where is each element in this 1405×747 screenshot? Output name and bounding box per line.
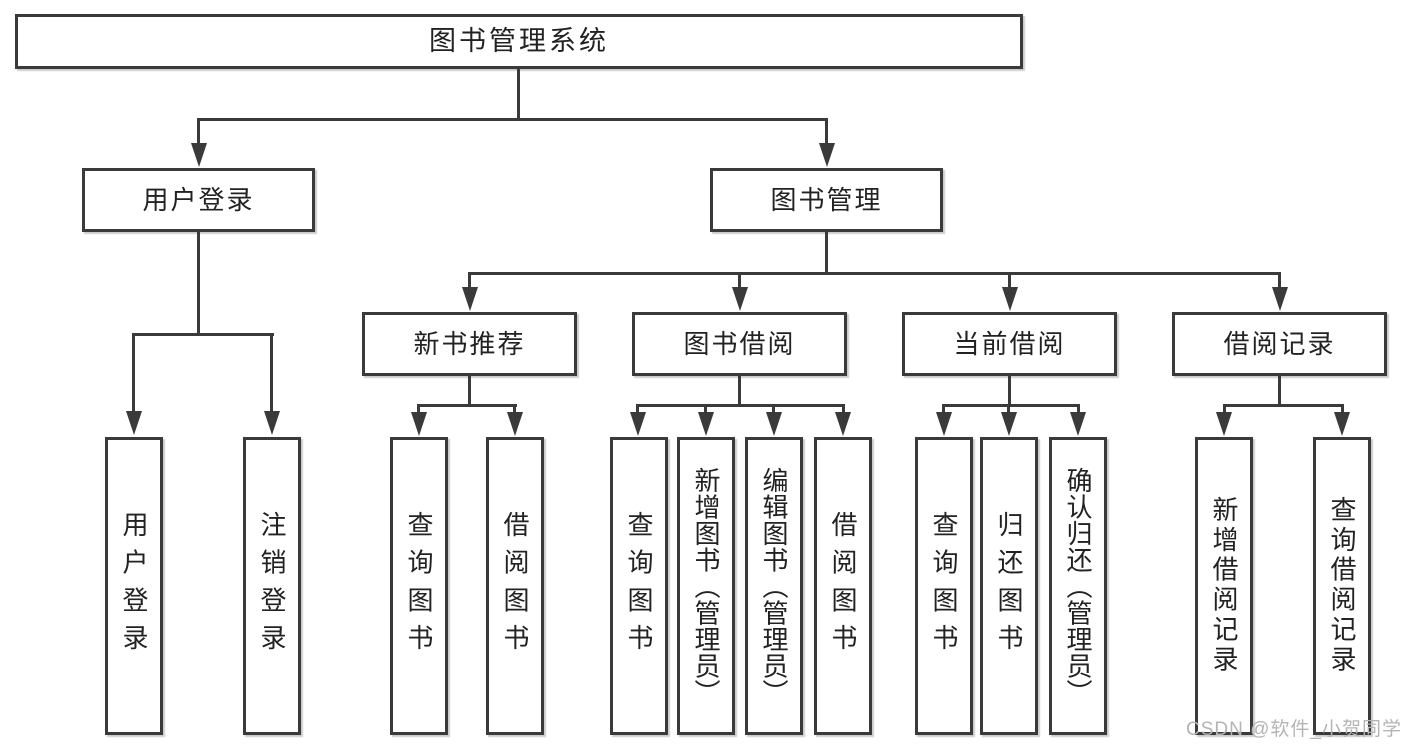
node-label: 当前借阅 bbox=[953, 329, 1066, 359]
leaf-label: 新增借阅记录 bbox=[1209, 496, 1239, 676]
connector bbox=[197, 232, 200, 336]
leaf-query-book-recommend: 查询图书 bbox=[390, 437, 448, 735]
leaf-label: 查询图书 bbox=[624, 510, 654, 662]
arrow-down-icon bbox=[411, 412, 427, 436]
leaf-return-book: 归还图书 bbox=[980, 437, 1038, 735]
leaf-query-borrow-record: 查询借阅记录 bbox=[1313, 437, 1371, 735]
connector bbox=[738, 376, 741, 407]
leaf-query-book-borrow: 查询图书 bbox=[610, 437, 668, 735]
connector bbox=[842, 404, 845, 414]
connector bbox=[1223, 404, 1344, 407]
leaf-label: 借阅图书 bbox=[500, 510, 530, 662]
leaf-user-login: 用户登录 bbox=[105, 437, 163, 735]
leaf-label: 确认归还（管理员） bbox=[1063, 466, 1093, 706]
arrow-down-icon bbox=[264, 411, 280, 435]
connector bbox=[1008, 376, 1011, 407]
connector bbox=[132, 333, 274, 336]
node-book-management: 图书管理 bbox=[710, 168, 943, 232]
node-label: 图书借阅 bbox=[683, 329, 796, 359]
node-book-borrow: 图书借阅 bbox=[632, 312, 847, 376]
leaf-label: 新增图书（管理员） bbox=[691, 466, 721, 706]
connector bbox=[517, 69, 520, 121]
connector bbox=[1278, 272, 1281, 290]
arrow-down-icon bbox=[507, 412, 523, 436]
leaf-query-book-current: 查询图书 bbox=[915, 437, 973, 735]
connector bbox=[825, 118, 828, 146]
leaf-label: 注销登录 bbox=[257, 510, 287, 662]
connector bbox=[513, 404, 516, 414]
connector bbox=[1007, 404, 1010, 414]
connector bbox=[468, 272, 471, 290]
connector bbox=[636, 404, 639, 414]
connector bbox=[942, 404, 1080, 407]
leaf-borrow-book: 借阅图书 bbox=[814, 437, 872, 735]
arrow-down-icon bbox=[936, 412, 952, 436]
connector bbox=[1223, 404, 1226, 414]
node-borrow-record: 借阅记录 bbox=[1172, 312, 1387, 376]
leaf-confirm-return-admin: 确认归还（管理员） bbox=[1049, 437, 1107, 735]
connector bbox=[1077, 404, 1080, 414]
leaf-edit-book-admin: 编辑图书（管理员） bbox=[745, 437, 803, 735]
connector bbox=[197, 118, 200, 146]
connector bbox=[1278, 376, 1281, 407]
connector bbox=[1008, 272, 1011, 290]
leaf-label: 归还图书 bbox=[994, 510, 1024, 662]
connector bbox=[270, 333, 273, 413]
connector bbox=[704, 404, 707, 414]
node-user-login: 用户登录 bbox=[82, 168, 315, 232]
leaf-label: 查询图书 bbox=[404, 510, 434, 662]
node-label: 图书管理 bbox=[770, 185, 883, 215]
connector bbox=[468, 272, 1281, 275]
arrow-down-icon bbox=[1001, 412, 1017, 436]
connector bbox=[1341, 404, 1344, 414]
arrow-down-icon bbox=[698, 412, 714, 436]
leaf-add-borrow-record: 新增借阅记录 bbox=[1195, 437, 1253, 735]
arrow-down-icon bbox=[191, 143, 207, 167]
node-label: 用户登录 bbox=[142, 185, 255, 215]
node-label: 新书推荐 bbox=[413, 329, 526, 359]
node-library-management-system: 图书管理系统 bbox=[15, 14, 1023, 69]
arrow-down-icon bbox=[835, 412, 851, 436]
arrow-down-icon bbox=[1272, 287, 1288, 311]
node-current-borrow: 当前借阅 bbox=[902, 312, 1117, 376]
arrow-down-icon bbox=[819, 143, 835, 167]
connector bbox=[942, 404, 945, 414]
connector bbox=[417, 404, 420, 414]
leaf-add-book-admin: 新增图书（管理员） bbox=[677, 437, 735, 735]
connector bbox=[468, 376, 471, 407]
arrow-down-icon bbox=[126, 411, 142, 435]
arrow-down-icon bbox=[1070, 412, 1086, 436]
connector bbox=[772, 404, 775, 414]
arrow-down-icon bbox=[732, 287, 748, 311]
leaf-borrow-book-recommend: 借阅图书 bbox=[486, 437, 544, 735]
leaf-label: 借阅图书 bbox=[828, 510, 858, 662]
arrow-down-icon bbox=[462, 287, 478, 311]
arrow-down-icon bbox=[1216, 412, 1232, 436]
connector bbox=[636, 404, 845, 407]
node-label: 图书管理系统 bbox=[429, 26, 609, 56]
leaf-label: 编辑图书（管理员） bbox=[759, 466, 789, 706]
arrow-down-icon bbox=[630, 412, 646, 436]
csdn-watermark: CSDN @软件_小贺同学 bbox=[1186, 719, 1402, 740]
connector bbox=[417, 404, 517, 407]
arrow-down-icon bbox=[766, 412, 782, 436]
leaf-label: 查询图书 bbox=[929, 510, 959, 662]
connector bbox=[197, 118, 828, 121]
arrow-down-icon bbox=[1002, 287, 1018, 311]
leaf-label: 用户登录 bbox=[119, 510, 149, 662]
arrow-down-icon bbox=[1334, 412, 1350, 436]
leaf-logout-login: 注销登录 bbox=[243, 437, 301, 735]
node-label: 借阅记录 bbox=[1223, 329, 1336, 359]
leaf-label: 查询借阅记录 bbox=[1327, 496, 1357, 676]
connector bbox=[825, 232, 828, 275]
connector bbox=[738, 272, 741, 290]
node-new-book-recommend: 新书推荐 bbox=[362, 312, 577, 376]
connector bbox=[132, 333, 135, 413]
